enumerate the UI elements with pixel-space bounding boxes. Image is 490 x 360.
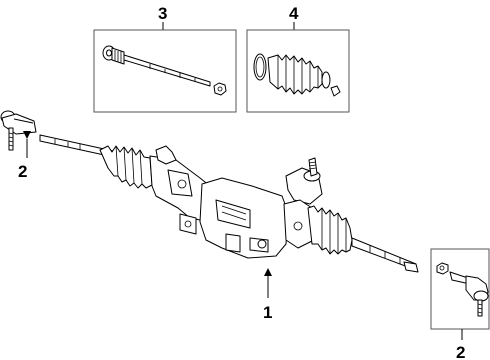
tie-rod-end-left-group: 2 bbox=[0, 110, 37, 181]
steering-gear-part bbox=[39, 134, 419, 273]
inner-tie-rod-group: 3 bbox=[93, 4, 237, 113]
jam-nut-part bbox=[213, 82, 227, 96]
callout-4: 4 bbox=[289, 4, 299, 23]
tie-rod-end-right-nut bbox=[436, 262, 449, 275]
boot-kit-group: 4 bbox=[246, 4, 350, 113]
callout-2-right: 2 bbox=[456, 343, 465, 360]
bellows-boot-part bbox=[267, 54, 331, 95]
inner-tie-rod-box bbox=[93, 29, 237, 113]
boot-kit-box bbox=[246, 29, 350, 113]
callout-2-left: 2 bbox=[18, 162, 27, 181]
callout-1-arrow bbox=[264, 268, 272, 276]
callout-3: 3 bbox=[158, 4, 167, 23]
tie-rod-end-right-group: 2 bbox=[430, 248, 490, 360]
tie-rod-end-left-part bbox=[0, 110, 37, 151]
tie-rod-end-right-box bbox=[430, 248, 490, 330]
callout-2-left-arrow bbox=[23, 131, 31, 139]
steering-gear-group: 1 bbox=[39, 134, 419, 322]
tie-rod-end-right-part bbox=[449, 271, 489, 317]
small-clamp-part bbox=[330, 85, 341, 97]
inner-tie-rod-part bbox=[102, 45, 211, 87]
callout-1: 1 bbox=[263, 303, 272, 322]
